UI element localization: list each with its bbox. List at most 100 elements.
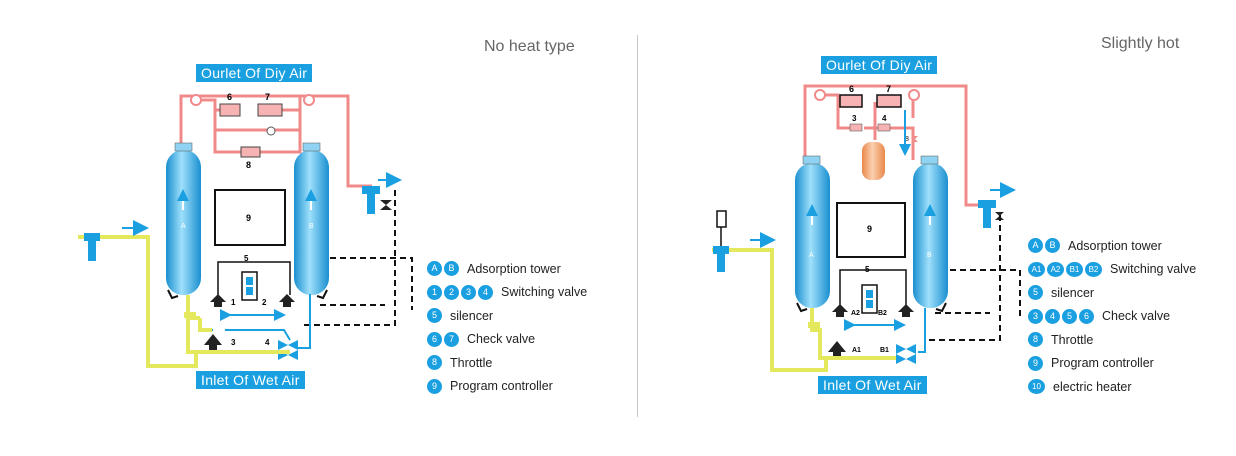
right-legend-badge-icon: 5 [1062,308,1077,324]
left-legend-badge-icon: 8 [427,355,442,371]
right-legend-item: 5 silencer [1028,283,1094,301]
left-gauge-icon [303,94,315,106]
left-pink-pipes [179,94,372,188]
left-legend-item: 9 Program controller [427,377,553,395]
left-legend-item: 8 Throttle [427,353,492,371]
right-legend-item: 10 electric heater [1028,377,1132,395]
right-check-valve-6-icon [839,94,863,108]
left-valve-2-icon [279,294,295,302]
left-outlet-filter-icon [362,186,380,194]
right-label-8: 8 [905,136,909,143]
left-legend-text: Program controller [450,379,553,394]
right-label-b1: B1 [880,347,889,354]
right-legend-badge-icon: 9 [1028,355,1043,371]
right-legend-badge-icon: A [1028,238,1043,254]
left-controller-label: 9 [246,213,251,223]
left-dashed-lines [300,190,413,326]
right-legend-badge-icon: 3 [1028,308,1043,324]
left-legend-item: 5 silencer [427,306,493,324]
right-controller-label: 9 [867,224,872,234]
left-legend-text: Adsorption tower [467,261,561,276]
right-inlet-banner: Inlet Of Wet Air [818,376,927,394]
right-label-a1: A1 [852,347,861,354]
left-label-2: 2 [262,298,267,307]
left-inlet-banner: Inlet Of Wet Air [196,371,305,389]
left-label-7: 7 [265,92,270,102]
left-legend-badge-icon: 6 [427,331,442,347]
right-legend-text: Throttle [1051,332,1094,347]
right-panel-title: Slightly hot [1101,35,1180,52]
right-diagram: 6 7 3 4 8 A B 9 5 [712,84,1021,372]
right-legend-badge-icon: B1 [1066,261,1083,277]
right-legend-badge-icon: A2 [1047,261,1064,277]
panel-divider [637,35,638,417]
right-valve-a1-icon [828,341,846,352]
right-check-valve-4-icon [877,123,891,132]
left-label-5: 5 [244,254,249,263]
right-legend-text: Adsorption tower [1068,238,1162,253]
right-tower-a [795,163,830,308]
right-legend-text: Check valve [1102,309,1171,324]
left-label-4: 4 [265,338,270,347]
left-blue-pipes [210,294,311,349]
right-label-7: 7 [886,84,891,94]
right-valve-b2-icon [898,304,914,312]
left-silencer-icon [241,271,258,301]
left-legend-text: Check valve [467,332,536,347]
right-valve-b1-icon [896,344,916,364]
left-label-8: 8 [246,160,251,170]
right-legend-badge-icon: 5 [1028,285,1043,301]
left-throttle-8-icon [240,146,261,158]
right-inlet-filter-icon [713,246,729,254]
left-outlet-valve-icon [380,200,392,210]
right-legend-badge-icon: 6 [1079,308,1094,324]
right-dashed-lines [925,215,1021,341]
right-valve-a2-icon [832,304,848,312]
right-gauge-icon [908,89,920,101]
right-tower-b [913,163,948,308]
left-legend-badge-icon: 2 [444,284,459,300]
left-valve-line [217,261,291,295]
left-legend-badge-icon: 1 [427,284,442,300]
left-tower-a [166,150,201,295]
right-silencer-icon [861,284,878,314]
left-program-controller [214,189,286,246]
right-electric-heater [862,142,885,180]
left-outlet-banner: Ourlet Of Diy Air [196,64,313,82]
right-tower-b-label: B [927,252,932,259]
left-legend-badge-icon: A [427,261,442,277]
right-legend-badge-icon: 10 [1028,379,1045,395]
left-valve-4-icon [278,340,298,360]
right-legend-badge-icon: 8 [1028,332,1043,348]
left-outlet-filter-icon [367,194,375,214]
right-legend-item: 8 Throttle [1028,330,1093,348]
right-tower-a-label: A [809,252,814,259]
left-legend-text: Throttle [450,355,493,370]
right-legend-badge-icon: 4 [1045,308,1060,324]
left-tower-b-label: B [309,223,314,230]
right-gauge-icon [814,89,826,101]
left-yellow-pipes [78,235,290,368]
left-inlet-filter-icon [84,233,100,241]
left-legend-badge-icon: 9 [427,378,442,394]
right-legend-text: electric heater [1053,379,1132,394]
right-label-5: 5 [865,265,870,274]
left-label-6: 6 [227,92,232,102]
left-tower-a-cap [174,142,193,152]
left-small-gauge-icon [266,126,276,136]
left-legend-badge-icon: 5 [427,308,442,324]
right-label-4: 4 [882,114,887,123]
right-legend-text: silencer [1051,285,1095,300]
right-label-b2: B2 [878,310,887,317]
left-legend-badge-icon: 3 [461,284,476,300]
left-legend-text: silencer [450,308,494,323]
left-diagram: 6 7 8 A B 9 5 [78,92,413,368]
left-legend-badge-icon: B [444,261,459,277]
left-check-valve-6-icon [219,103,241,117]
